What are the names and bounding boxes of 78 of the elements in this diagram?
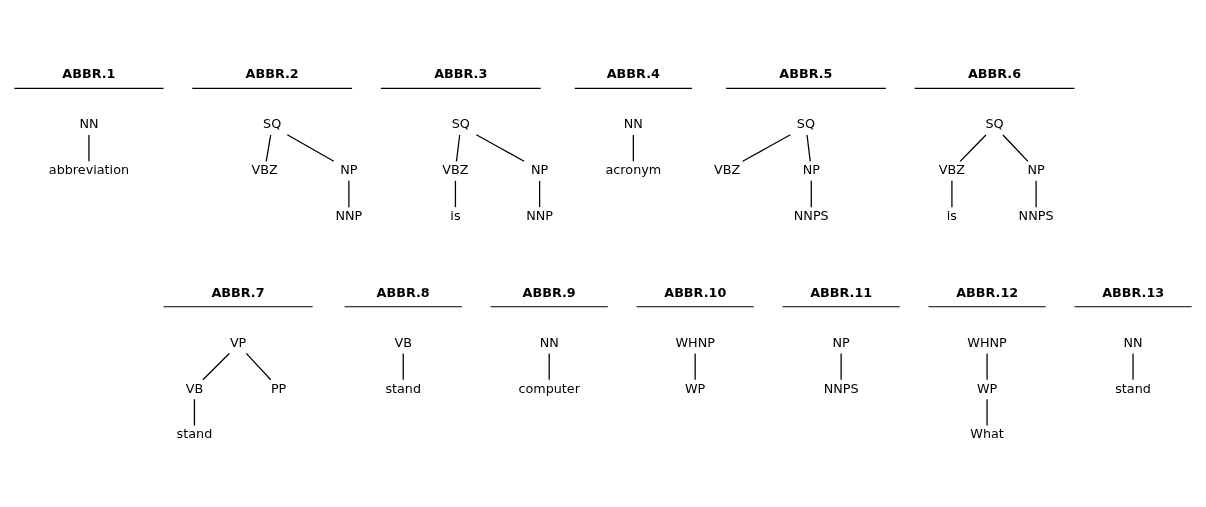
- label: ABBR.6: [967, 66, 1022, 82]
- connector: [265, 134, 272, 162]
- node-text: VBZ: [938, 162, 966, 178]
- node-text: stand: [1115, 380, 1151, 396]
- node-text: NP: [802, 162, 820, 178]
- connector: [402, 352, 404, 381]
- node-text: NP: [340, 162, 358, 178]
- node-text: NN: [1123, 334, 1143, 350]
- label: ABBR.7: [211, 284, 265, 300]
- node-text: PP: [270, 380, 287, 396]
- label: ABBR.2: [245, 66, 299, 82]
- connector: [742, 134, 791, 162]
- node-text: SQ: [985, 116, 1004, 132]
- connector: [475, 134, 525, 162]
- connector: [455, 134, 461, 162]
- connector: [348, 180, 350, 208]
- node-text: VB: [185, 380, 204, 396]
- node-text: is: [450, 208, 461, 224]
- node-text: WP: [976, 380, 998, 396]
- node-text: SQ: [796, 116, 816, 132]
- connector: [245, 352, 272, 381]
- node-text: VBZ: [442, 162, 469, 178]
- label: ABBR.10: [664, 284, 727, 300]
- connector: [1132, 352, 1134, 381]
- node-text: VBZ: [713, 162, 741, 178]
- label: ABBR.12: [956, 284, 1019, 300]
- connector: [193, 398, 196, 427]
- node-text: WHNP: [967, 334, 1007, 350]
- label: ABBR.13: [1102, 284, 1165, 300]
- connector: [632, 134, 634, 162]
- node-text: NNP: [526, 208, 554, 224]
- node-text: is: [946, 208, 958, 224]
- node-text: stand: [176, 426, 213, 442]
- connector: [986, 398, 988, 427]
- connector: [286, 134, 335, 162]
- node-text: abbreviation: [48, 162, 130, 178]
- connector: [88, 134, 90, 162]
- node-text: NNPS: [793, 208, 829, 224]
- label: ABBR.4: [606, 66, 660, 82]
- node-text: What: [970, 426, 1004, 442]
- node-text: VBZ: [251, 162, 278, 178]
- connector: [454, 180, 457, 208]
- connector: [202, 352, 230, 381]
- connector: [840, 352, 842, 381]
- node-text: SQ: [451, 116, 470, 132]
- connector: [986, 352, 988, 381]
- label: ABBR.8: [376, 284, 430, 300]
- connector: [806, 134, 811, 162]
- node-text: NNP: [335, 208, 363, 224]
- node-text: NNPS: [823, 380, 859, 396]
- connector: [1002, 134, 1029, 162]
- node-text: SQ: [263, 116, 282, 132]
- node-text: WP: [684, 380, 706, 396]
- node-text: NN: [79, 116, 99, 132]
- label: ABBR.11: [810, 284, 873, 300]
- label: ABBR.5: [779, 66, 833, 82]
- connector: [951, 180, 953, 208]
- label: ABBR.1: [62, 66, 116, 82]
- node-text: computer: [518, 380, 580, 396]
- node-text: NN: [539, 334, 559, 350]
- node-text: NP: [530, 162, 549, 178]
- node-text: NN: [623, 116, 643, 132]
- node-text: VB: [394, 334, 412, 350]
- connector: [548, 352, 550, 381]
- node-text: VP: [229, 334, 247, 350]
- label: ABBR.3: [434, 66, 488, 82]
- label: ABBR.9: [522, 284, 576, 300]
- connector: [959, 134, 987, 162]
- connector: [810, 180, 812, 208]
- node-text: NP: [832, 334, 850, 350]
- node-text: NNPS: [1018, 208, 1054, 224]
- connector: [694, 352, 696, 381]
- node-text: NP: [1027, 162, 1045, 178]
- connector: [1035, 180, 1037, 208]
- connector: [538, 180, 541, 208]
- node-text: WHNP: [675, 334, 715, 350]
- node-text: stand: [385, 380, 422, 396]
- node-text: acronym: [605, 162, 662, 178]
